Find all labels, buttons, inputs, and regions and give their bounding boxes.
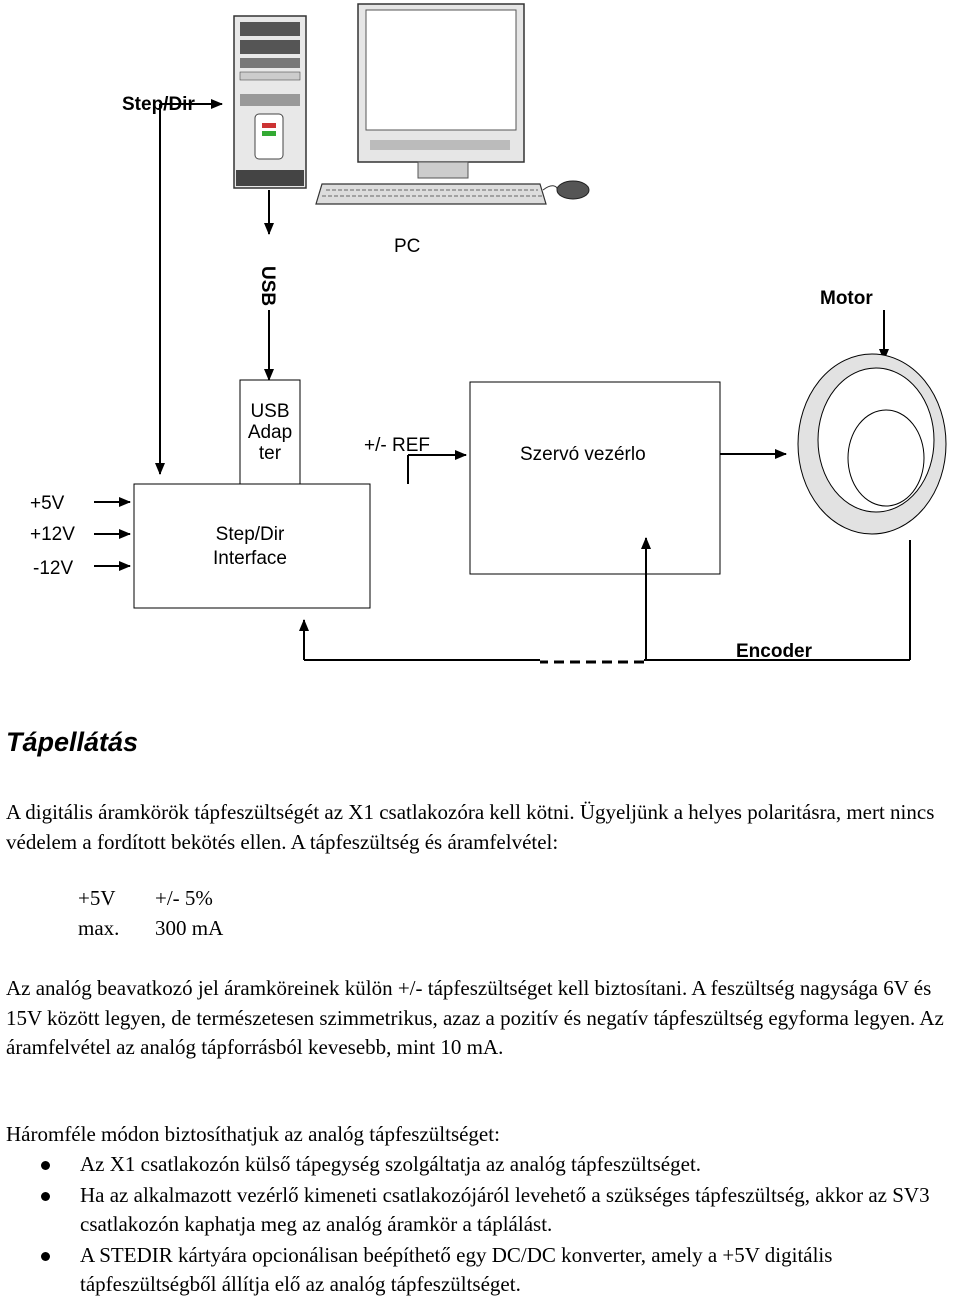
step-dir-top-label: Step/Dir — [122, 94, 195, 115]
keyboard-icon — [315, 183, 547, 205]
step-dir-connection — [155, 99, 223, 475]
bullet-icon — [41, 1191, 50, 1201]
ref-connection — [407, 450, 467, 484]
methods-intro: Háromféle módon biztosíthatjuk az analóg… — [6, 1122, 500, 1146]
usb-adapter-line2: Adap — [248, 422, 292, 443]
servo-controller-box — [469, 381, 721, 575]
methods-list: Az X1 csatlakozón külső tápegység szolgá… — [0, 1150, 960, 1301]
bullet-icon — [41, 1161, 50, 1170]
system-diagram: Step/Dir PC USB Motor USB Adap ter Step/… — [30, 3, 947, 664]
intro-paragraph: A digitális áramkörök tápfeszültségét az… — [6, 800, 935, 854]
list-item: Az X1 csatlakozón külső tápegység szolgá… — [0, 1150, 960, 1180]
motor-icon — [797, 353, 947, 535]
usb-adapter-line3: ter — [259, 443, 282, 464]
servo-controller-label: Szervó vezérlo — [520, 444, 646, 465]
list-item: A STEDIR kártyára opcionálisan beépíthet… — [0, 1241, 960, 1300]
pc-label: PC — [394, 236, 420, 257]
monitor-icon — [357, 3, 525, 179]
usb-adapter-line1: USB — [250, 401, 289, 422]
motor-label: Motor — [820, 288, 873, 309]
interface-label-line2: Interface — [213, 548, 287, 569]
spec-value-tolerance: +/- 5% — [155, 886, 213, 910]
interface-label-line1: Step/Dir — [216, 524, 285, 545]
pc-tower-icon — [233, 15, 307, 189]
motor-connection — [720, 310, 889, 459]
supply-neg12v-label: -12V — [33, 558, 73, 579]
usb-vertical-label: USB — [257, 266, 278, 306]
list-item-text: Az X1 csatlakozón külső tápegység szolgá… — [80, 1152, 702, 1176]
supply-12v-label: +12V — [30, 524, 75, 545]
spec-label-max: max. — [78, 916, 120, 940]
usb-adapter-box — [239, 379, 301, 485]
bullet-icon — [41, 1251, 50, 1261]
mouse-icon — [542, 180, 590, 200]
encoder-label: Encoder — [736, 641, 813, 662]
supply-5v-label: +5V — [30, 493, 65, 514]
encoder-connection — [299, 537, 911, 664]
analog-paragraph: Az analóg beavatkozó jel áramköreinek kü… — [6, 976, 944, 1059]
interface-box — [133, 483, 371, 609]
section-title: Tápellátás — [6, 727, 139, 757]
spec-value-current: 300 mA — [155, 916, 224, 940]
spec-label-voltage: +5V — [78, 886, 116, 910]
list-item-text: A STEDIR kártyára opcionálisan beépíthet… — [80, 1242, 833, 1297]
list-item-text: Ha az alkalmazott vezérlő kimeneti csatl… — [80, 1182, 930, 1237]
ref-label: +/- REF — [364, 435, 430, 456]
list-item: Ha az alkalmazott vezérlő kimeneti csatl… — [0, 1181, 960, 1240]
